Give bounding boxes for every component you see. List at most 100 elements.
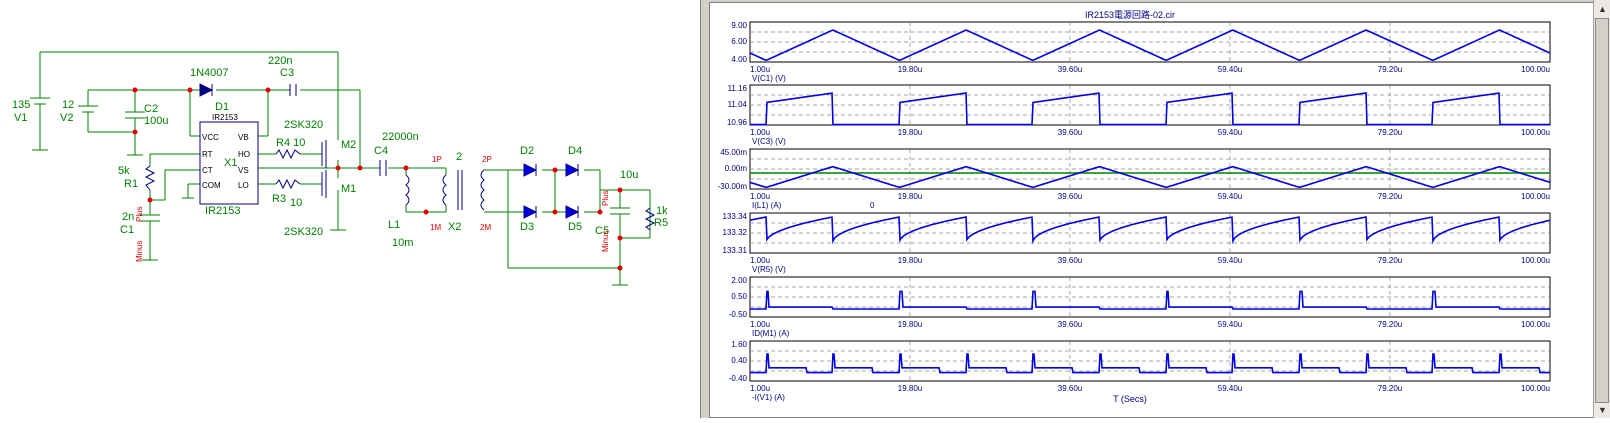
scroll-up-icon[interactable]: ▲ bbox=[1598, 4, 1607, 14]
waveform-trace bbox=[749, 216, 1551, 245]
label-r3-value: 10 bbox=[290, 197, 302, 209]
label-m1: M1 bbox=[341, 183, 356, 195]
y-tick-label: 133.34 bbox=[723, 212, 748, 221]
x-tick-label: 59.40u bbox=[1218, 65, 1242, 74]
label-c1: C1 bbox=[120, 224, 134, 236]
pin-vcc: VCC bbox=[202, 133, 219, 142]
label-minus-2: Minus bbox=[601, 231, 610, 252]
y-tick-label: 6.00 bbox=[731, 37, 747, 46]
x-tick-label: 1.00u bbox=[750, 65, 770, 74]
series-label: V(C3) (V) bbox=[752, 137, 786, 146]
series-label: I(L1) (A) bbox=[752, 201, 782, 210]
label-ic-name: IR2153 bbox=[205, 205, 240, 217]
x-tick-label: 100.00u bbox=[1521, 320, 1550, 329]
label-c3: C3 bbox=[280, 67, 294, 79]
pin-lo: LO bbox=[238, 181, 249, 190]
scroll-down-icon[interactable]: ▼ bbox=[1598, 405, 1607, 415]
y-tick-label: 2.00 bbox=[731, 276, 747, 285]
label-d4: D4 bbox=[568, 145, 582, 157]
label-ic-part: IR2153 bbox=[212, 113, 238, 122]
label-c5: C5 bbox=[595, 225, 609, 237]
x-tick-label: 1.00u bbox=[750, 256, 770, 265]
x-tick-label: 19.80u bbox=[898, 256, 922, 265]
label-l1: L1 bbox=[388, 219, 400, 231]
label-c2-value: 100u bbox=[144, 115, 168, 127]
x-tick-label: 59.40u bbox=[1218, 256, 1242, 265]
label-d5: D5 bbox=[568, 221, 582, 233]
pin-com: COM bbox=[202, 181, 221, 190]
label-1m: 1M bbox=[430, 223, 441, 232]
series-label: V(R5) (V) bbox=[752, 265, 786, 274]
scroll-thumb[interactable] bbox=[1595, 18, 1609, 403]
label-r5-value: 1k bbox=[656, 205, 668, 217]
x-tick-label: 100.00u bbox=[1521, 128, 1550, 137]
schematic-canvas[interactable]: 135 V1 12 V2 C2 100u 1N4007 D1 220n C3 X… bbox=[0, 0, 700, 418]
waveform-trace bbox=[749, 165, 1551, 189]
x-tick-label: 39.60u bbox=[1058, 320, 1082, 329]
series-label: -I(V1) (A) bbox=[752, 393, 785, 402]
plot-title: IR2153電源回路-02.cir bbox=[1085, 9, 1175, 20]
label-1p: 1P bbox=[432, 155, 442, 164]
label-m1-part: 2SK320 bbox=[284, 226, 323, 238]
label-c4: C4 bbox=[374, 145, 388, 157]
x-tick-label: 19.80u bbox=[898, 384, 922, 393]
label-minus-1: Minus bbox=[135, 241, 144, 262]
label-2m: 2M bbox=[480, 223, 491, 232]
x-tick-label: 100.00u bbox=[1521, 65, 1550, 74]
x-tick-label: 19.80u bbox=[898, 128, 922, 137]
y-tick-label: 10.96 bbox=[727, 118, 748, 127]
label-c2: C2 bbox=[144, 103, 158, 115]
x-tick-label: 79.20u bbox=[1378, 384, 1402, 393]
label-m2: M2 bbox=[341, 139, 356, 151]
pin-ho: HO bbox=[238, 150, 250, 159]
y-tick-label: -30.00m bbox=[718, 182, 748, 191]
vertical-scrollbar[interactable]: ▲ ▼ bbox=[1593, 0, 1610, 418]
x-tick-label: 79.20u bbox=[1378, 256, 1402, 265]
x-tick-label: 19.80u bbox=[898, 65, 922, 74]
label-v2-value: 12 bbox=[62, 99, 74, 111]
label-d2: D2 bbox=[520, 145, 534, 157]
x-tick-label: 59.40u bbox=[1218, 192, 1242, 201]
y-tick-label: 0.40 bbox=[731, 356, 747, 365]
label-l1-value: 10m bbox=[392, 237, 413, 249]
pin-ct: CT bbox=[202, 166, 213, 175]
label-plus-1: Plus bbox=[135, 206, 144, 222]
y-tick-label: 9.00 bbox=[731, 21, 747, 30]
label-2p: 2P bbox=[482, 155, 492, 164]
y-tick-label: 133.32 bbox=[723, 228, 748, 237]
y-tick-label: 0.50 bbox=[731, 292, 747, 301]
label-x1: X1 bbox=[224, 157, 237, 169]
y-tick-label: -0.40 bbox=[729, 374, 748, 383]
label-plus-2: Plus bbox=[601, 190, 610, 206]
x-tick-label: 1.00u bbox=[750, 384, 770, 393]
pin-vb: VB bbox=[238, 133, 249, 142]
label-c3-value: 220n bbox=[268, 55, 292, 67]
label-c5-value: 10u bbox=[620, 169, 638, 181]
label-m2-part: 2SK320 bbox=[284, 119, 323, 131]
y-tick-label: 4.00 bbox=[731, 55, 747, 64]
pin-vs: VS bbox=[238, 166, 249, 175]
x-tick-label: 59.40u bbox=[1218, 128, 1242, 137]
x-tick-label: 39.60u bbox=[1058, 384, 1082, 393]
label-x2-ratio: 2 bbox=[456, 151, 462, 163]
x-tick-label: 79.20u bbox=[1378, 192, 1402, 201]
label-c4-value: 22000n bbox=[382, 131, 419, 143]
x-tick-label: 19.80u bbox=[898, 320, 922, 329]
x-axis-title: T (Secs) bbox=[1113, 394, 1147, 404]
label-r4: R4 10 bbox=[276, 137, 305, 149]
label-v2: V2 bbox=[60, 112, 73, 124]
x-tick-label: 19.80u bbox=[898, 192, 922, 201]
label-r5: R5 bbox=[654, 217, 668, 229]
x-tick-label: 59.40u bbox=[1218, 320, 1242, 329]
label-c1-value: 2n bbox=[122, 211, 134, 223]
label-d1-value: 1N4007 bbox=[190, 67, 229, 79]
